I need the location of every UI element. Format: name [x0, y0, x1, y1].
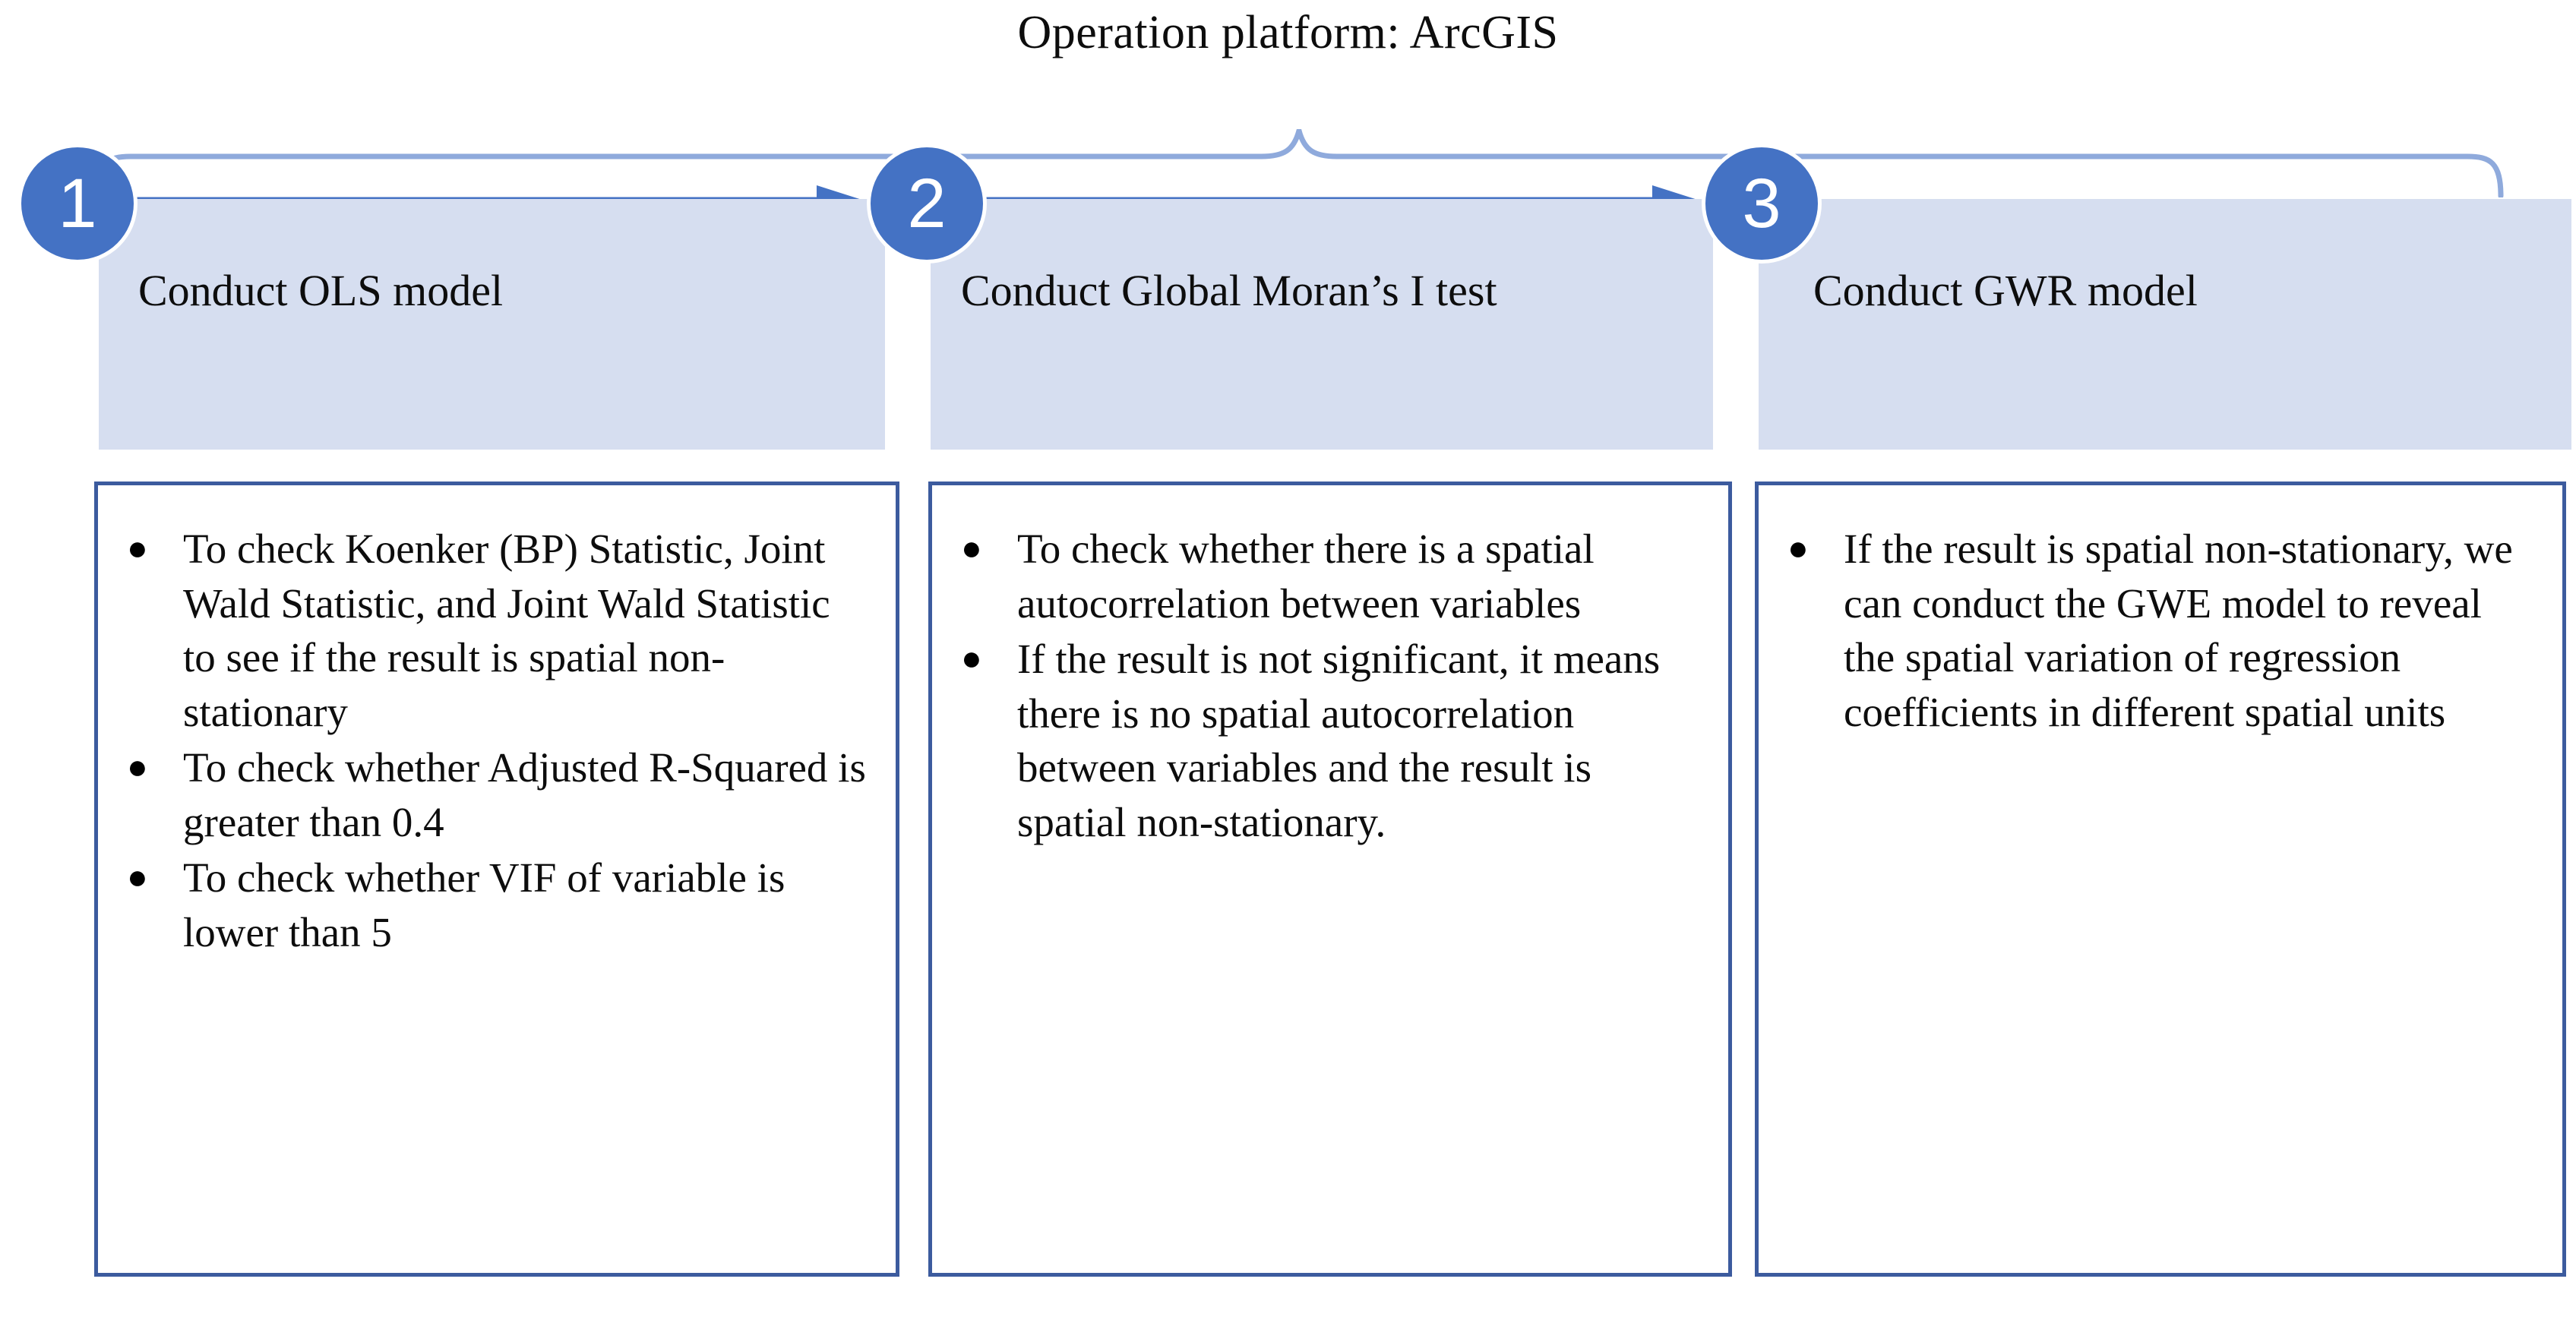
bullet-text: If the result is spatial non-stationary,…	[1844, 526, 2513, 735]
list-item: ● To check Koenker (BP) Statistic, Joint…	[116, 522, 870, 739]
step-header-3: Conduct GWR model	[1759, 199, 2571, 450]
list-item: ● To check whether there is a spatial au…	[950, 522, 1702, 630]
step-number-badge-1[interactable]: 1	[21, 147, 134, 260]
bullet-dot-icon: ●	[1787, 529, 1809, 567]
step-header-label-3: Conduct GWR model	[1813, 266, 2198, 315]
list-item: ● If the result is not significant, it m…	[950, 632, 1702, 849]
step-header-1: Conduct OLS model	[99, 199, 885, 450]
bullet-dot-icon: ●	[127, 857, 148, 896]
step-number-badge-3[interactable]: 3	[1705, 147, 1818, 260]
list-item: ● If the result is spatial non-stationar…	[1777, 522, 2536, 739]
bullet-list-1: ● To check Koenker (BP) Statistic, Joint…	[116, 522, 870, 959]
bullet-text: To check whether there is a spatial auto…	[1017, 526, 1595, 627]
bullet-dot-icon: ●	[961, 639, 982, 677]
bullet-dot-icon: ●	[961, 529, 982, 567]
step-header-label-2: Conduct Global Moran’s I test	[961, 266, 1497, 315]
bullet-text: To check Koenker (BP) Statistic, Joint W…	[183, 526, 830, 735]
spanning-brace-icon	[94, 129, 2504, 197]
bullet-list-2: ● To check whether there is a spatial au…	[950, 522, 1702, 849]
list-item: ● To check whether Adjusted R-Squared is…	[116, 740, 870, 849]
bullet-text: If the result is not significant, it mea…	[1017, 636, 1661, 845]
step-details-2: ● To check whether there is a spatial au…	[928, 482, 1732, 1277]
step-number-badge-2[interactable]: 2	[871, 147, 983, 260]
bullet-dot-icon: ●	[127, 529, 148, 567]
bullet-text: To check whether VIF of variable is lowe…	[183, 854, 785, 955]
step-header-2: Conduct Global Moran’s I test	[931, 199, 1713, 450]
step-details-3: ● If the result is spatial non-stationar…	[1755, 482, 2566, 1277]
list-item: ● To check whether VIF of variable is lo…	[116, 851, 870, 959]
bullet-list-3: ● If the result is spatial non-stationar…	[1777, 522, 2536, 739]
step-header-label-1: Conduct OLS model	[138, 266, 504, 315]
step-details-1: ● To check Koenker (BP) Statistic, Joint…	[94, 482, 899, 1277]
bullet-text: To check whether Adjusted R-Squared is g…	[183, 744, 866, 845]
page-title: Operation platform: ArcGIS	[1017, 7, 1559, 58]
bullet-dot-icon: ●	[127, 747, 148, 786]
